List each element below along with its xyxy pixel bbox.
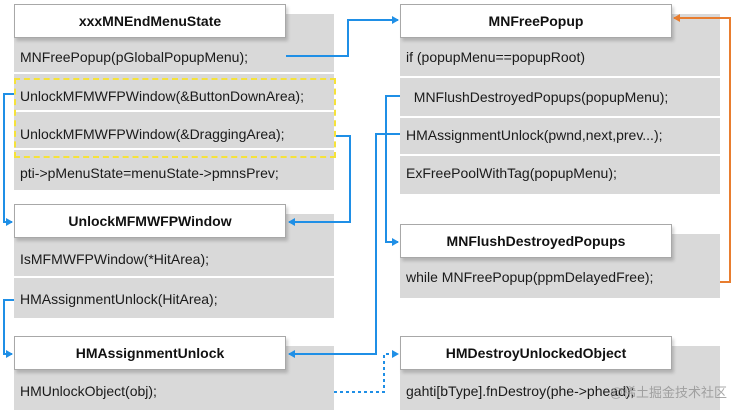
highlight-frame [14,78,336,158]
box-title: HMAssignmentUnlock [14,336,286,370]
box-title: UnlockMFMWFPWindow [14,204,286,238]
arrow-to-mnflushdestroyedpopups [385,95,400,246]
arrow-to-hmassignmentunlock [3,299,14,358]
arrow-to-unlockmfmwfpwindow-left [3,93,14,226]
box-title: MNFreePopup [400,4,672,38]
code-line: UnlockMFMWFPWindow(&ButtonDownArea); [20,88,304,104]
box-title: MNFlushDestroyedPopups [400,224,672,258]
divider [14,276,334,278]
divider [400,154,720,156]
box-title: HMDestroyUnlockedObject [400,336,672,370]
dashed-arrow-to-hmdestroyunlockedobject [334,350,399,393]
code-line: pti->pMenuState=menuState->pmnsPrev; [20,165,279,181]
divider [14,72,334,74]
divider [14,110,334,112]
code-line: while MNFreePopup(ppmDelayedFree); [406,269,654,285]
code-line: HMAssignmentUnlock(HitArea); [20,291,218,307]
code-line: UnlockMFMWFPWindow(&DraggingArea); [20,126,285,142]
code-line: HMAssignmentUnlock(pwnd,next,prev...); [406,127,663,143]
code-line: if (popupMenu==popupRoot) [406,49,586,65]
code-line: ExFreePoolWithTag(popupMenu); [406,165,617,181]
code-line: MNFreePopup(pGlobalPopupMenu); [20,49,249,65]
divider [400,116,720,118]
code-line: IsMFMWFPWindow(*HitArea); [20,251,210,267]
divider [14,148,334,150]
box-body: MNFreePopup(pGlobalPopupMenu); UnlockMFM… [14,14,334,190]
code-line: gahti[bType].fnDestroy(phe->phead); [406,383,635,399]
code-line: MNFlushDestroyedPopups(popupMenu); [406,89,669,105]
watermark: @稀土掘金技术社区 [609,385,727,400]
code-line: HMUnlockObject(obj); [20,383,157,399]
box-body: if (popupMenu==popupRoot) MNFlushDestroy… [400,14,720,194]
divider [400,76,720,78]
box-title: xxxMNEndMenuState [14,4,286,38]
